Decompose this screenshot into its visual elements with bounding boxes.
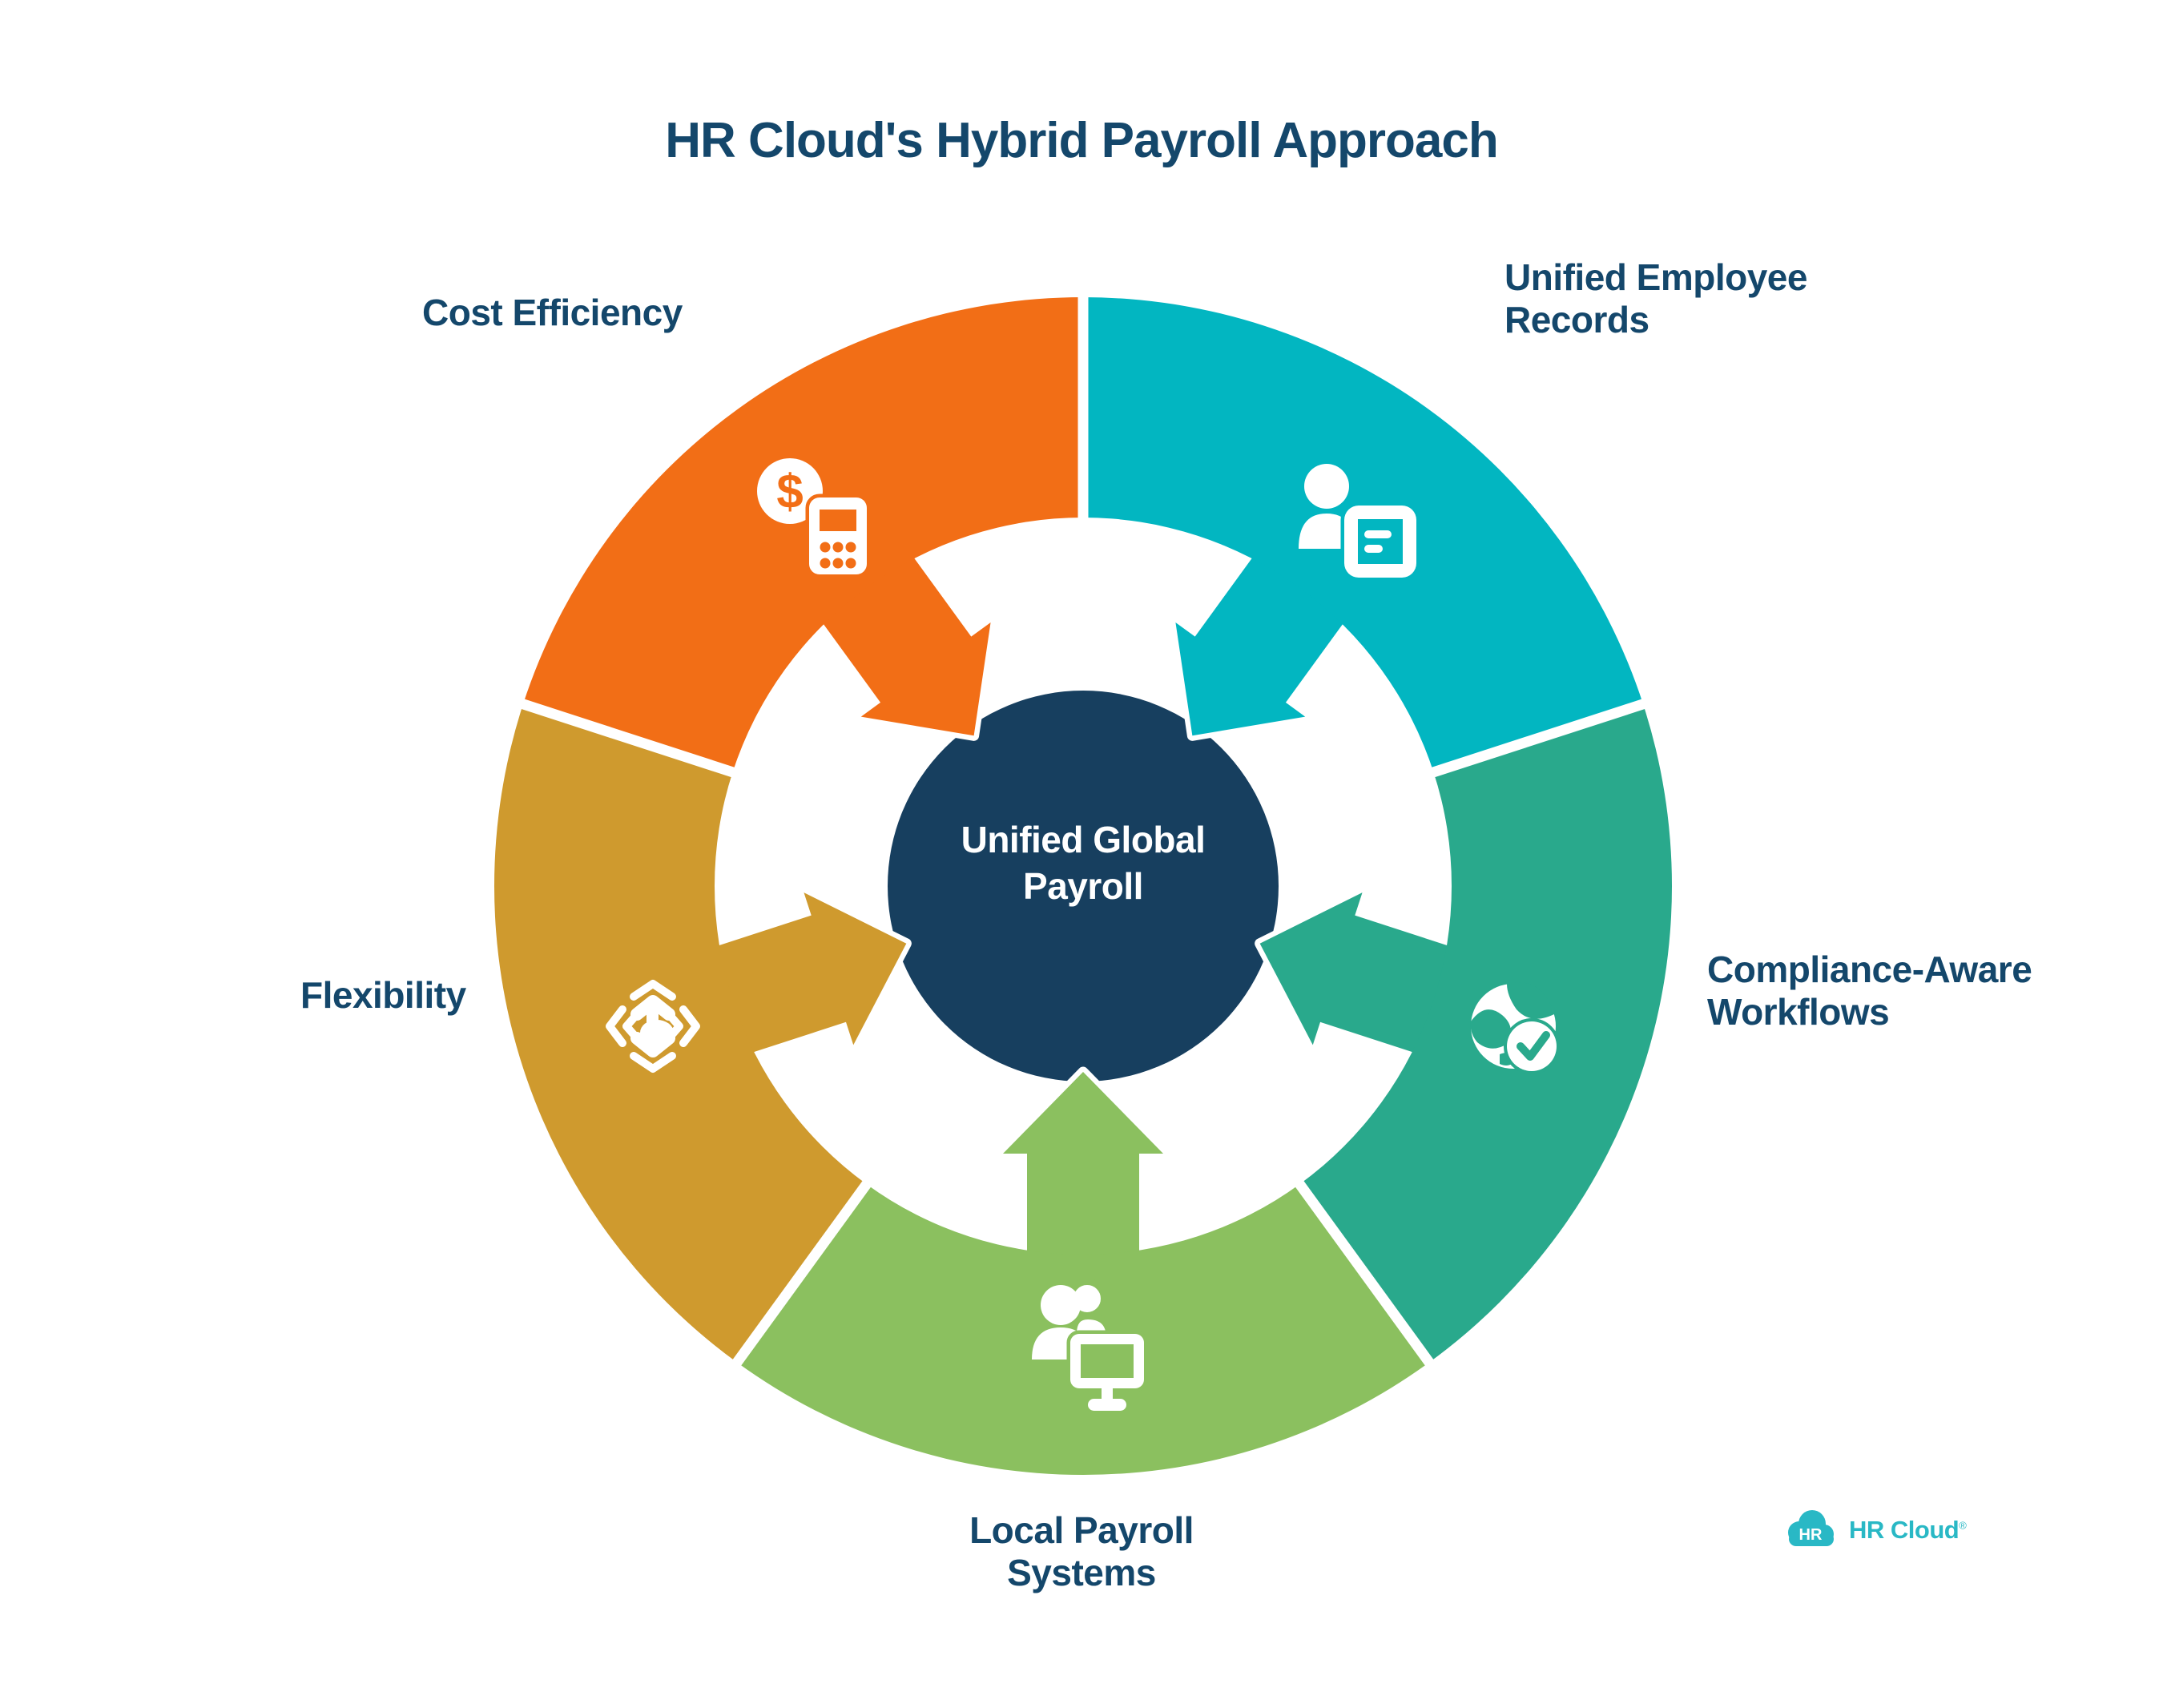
hub-label: Unified Global Payroll: [961, 819, 1206, 907]
sector-separator: [1290, 1173, 1438, 1372]
people-monitor-icon: [1032, 1279, 1148, 1411]
hr-cloud-badge-text: HR: [1799, 1526, 1823, 1544]
ring-sector-cost-efficiency: [522, 297, 1083, 772]
hr-cloud-logo-icon: HR: [1788, 1510, 1834, 1546]
dollar-calculator-icon: $: [757, 458, 871, 578]
globe-check-icon: [1470, 982, 1560, 1074]
hub-circle-layer: [888, 691, 1279, 1082]
segment-label-flexibility: Flexibility: [300, 974, 466, 1016]
sector-separator: [514, 696, 743, 780]
segment-label-unified-employee-records: Unified Employee Records: [1504, 256, 1807, 341]
diagram-title: HR Cloud's Hybrid Payroll Approach: [665, 113, 1498, 168]
icons-layer: $: [606, 458, 1560, 1411]
registered-mark: ®: [1959, 1519, 1967, 1532]
segment-label-compliance-aware-workflows: Compliance-Aware Workflows: [1707, 949, 2032, 1033]
dollar-symbol: $: [776, 465, 803, 518]
ring-sector-flexibility: [494, 703, 867, 1363]
hub-circle: [888, 691, 1279, 1082]
person-document-icon: [1299, 464, 1420, 582]
segment-label-cost-efficiency: Cost Efficiency: [422, 292, 683, 333]
segment-label-local-payroll-systems: Local Payroll Systems: [969, 1509, 1194, 1594]
sector-separator: [1423, 696, 1652, 780]
hr-cloud-logo-text: HR Cloud®: [1849, 1516, 1967, 1544]
sector-separator: [728, 1173, 876, 1372]
sector-separators-layer: [514, 290, 1652, 1372]
hr-cloud-logo: HR HR Cloud®: [1783, 1509, 1967, 1551]
move-arrows-icon: [606, 980, 700, 1073]
